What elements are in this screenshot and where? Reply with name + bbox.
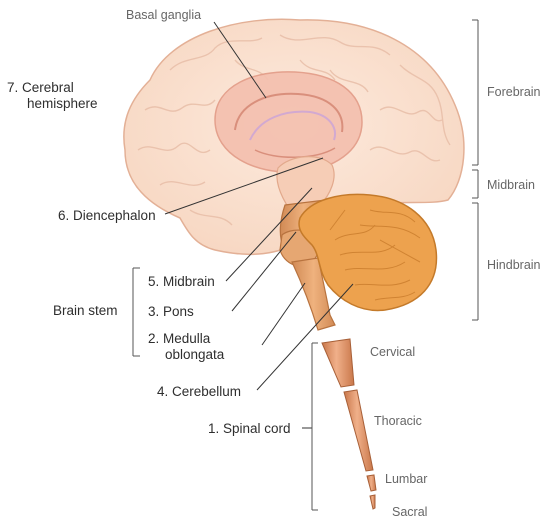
label-lumbar: Lumbar (385, 472, 427, 487)
spinal-cord-bracket (312, 343, 318, 510)
label-hindbrain: Hindbrain (487, 258, 541, 273)
label-medulla-2: oblongata (165, 347, 224, 362)
label-thoracic: Thoracic (374, 414, 422, 429)
cervical-segment (322, 339, 354, 387)
label-basal-ganglia: Basal ganglia (126, 8, 201, 23)
label-cerebellum: 4. Cerebellum (157, 384, 241, 399)
label-spinal-cord: 1. Spinal cord (208, 421, 291, 436)
label-midbrain: 5. Midbrain (148, 274, 215, 289)
label-cerebral-hemisphere-1: 7. Cerebral (7, 80, 74, 95)
brain-stem-bracket (133, 268, 140, 356)
lumbar-segment (367, 475, 376, 491)
thoracic-segment (344, 390, 373, 471)
label-cerebral-hemisphere-2: hemisphere (27, 96, 98, 111)
label-region-midbrain: Midbrain (487, 178, 535, 193)
leader-medulla (262, 283, 305, 345)
label-forebrain: Forebrain (487, 85, 541, 100)
label-sacral: Sacral (392, 505, 427, 520)
label-diencephalon: 6. Diencephalon (58, 208, 156, 223)
label-brain-stem: Brain stem (53, 303, 118, 318)
label-cervical: Cervical (370, 345, 415, 360)
sacral-segment (370, 495, 375, 509)
label-medulla-1: 2. Medulla (148, 331, 210, 346)
region-brackets (472, 20, 478, 320)
label-pons: 3. Pons (148, 304, 194, 319)
spinal-cord-shape (322, 339, 376, 509)
